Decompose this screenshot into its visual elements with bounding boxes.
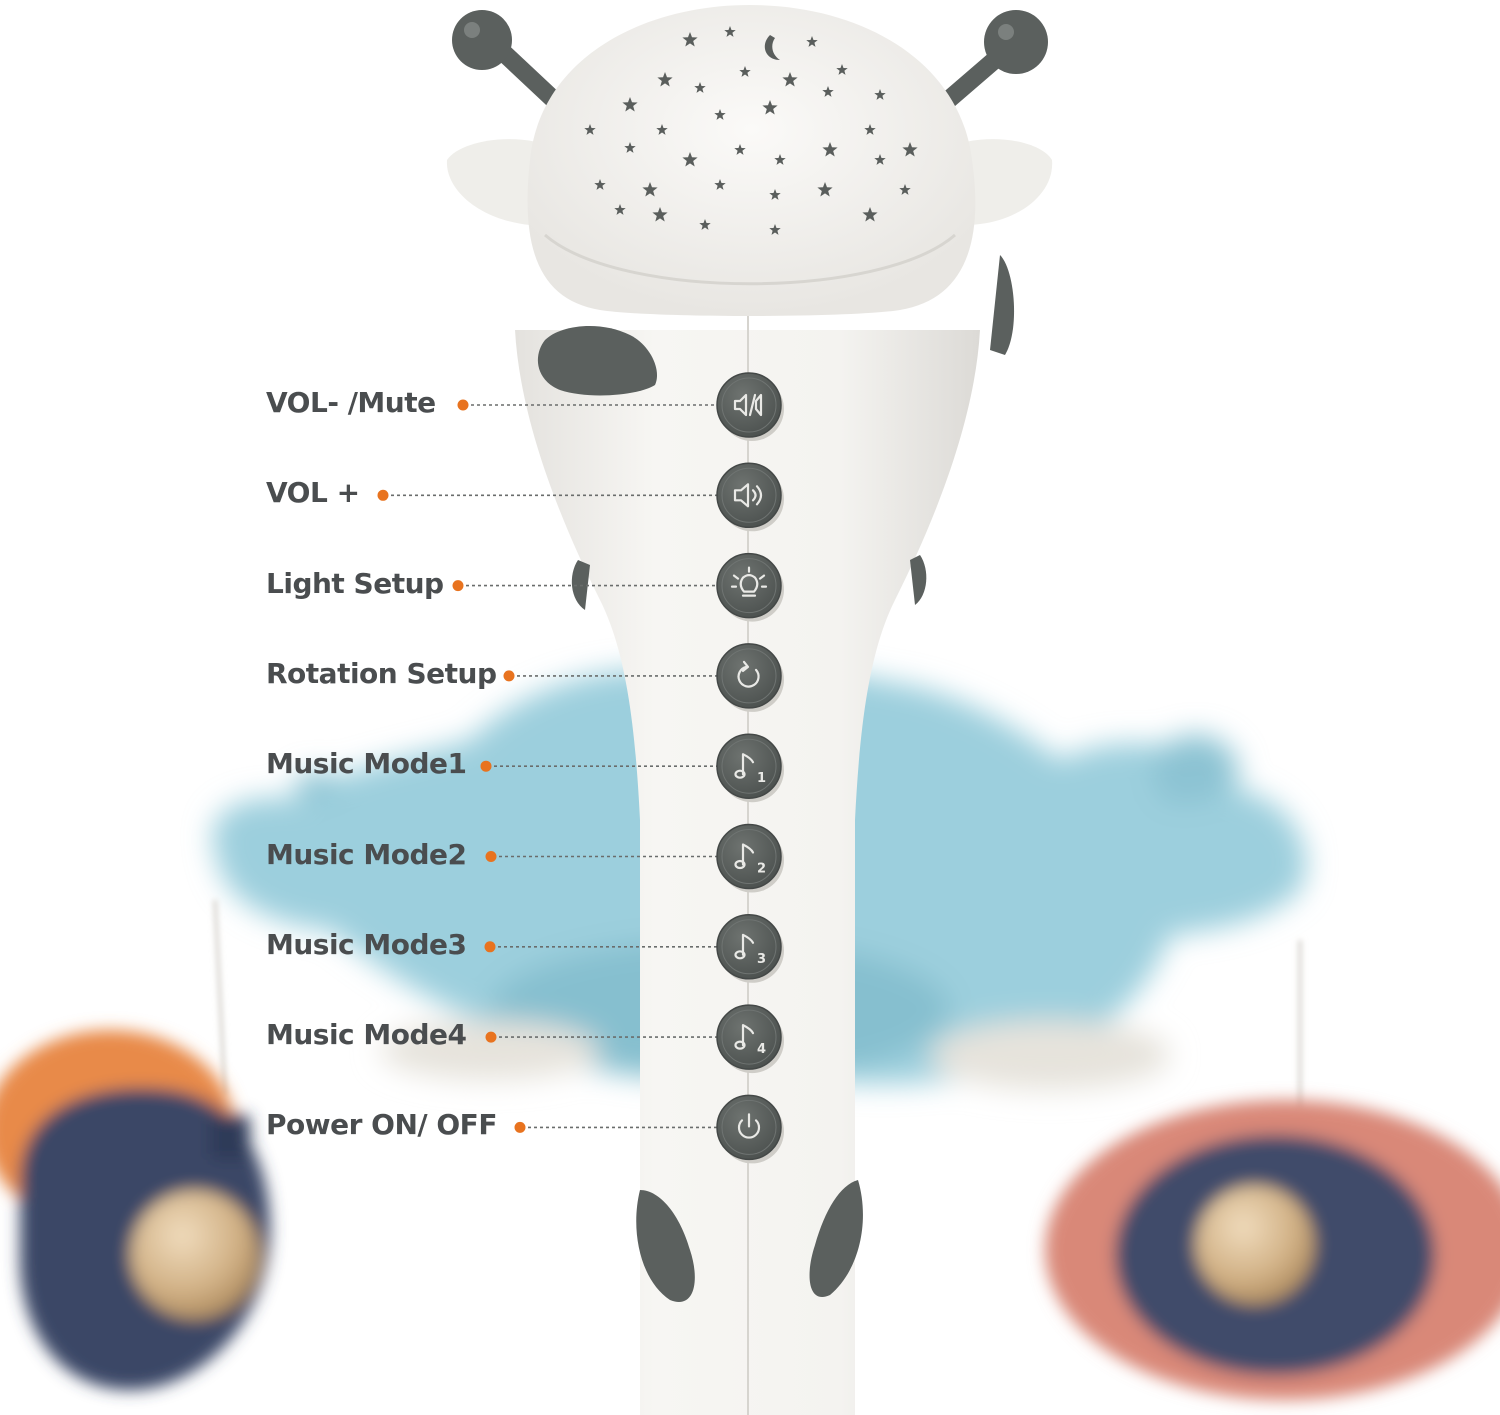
leader-dot [457, 399, 469, 411]
rotation-setup-button[interactable] [716, 643, 784, 712]
leader-dot [480, 760, 492, 772]
control-label: VOL- /Mute [266, 386, 436, 419]
star-icon [762, 100, 778, 115]
light-bulb-icon [730, 566, 768, 597]
star-icon [724, 26, 736, 37]
star-icon [594, 179, 606, 190]
control-label: Power ON/ OFF [266, 1108, 497, 1142]
music-mode2-button[interactable]: 2 [716, 823, 784, 893]
control-label: Light Setup [266, 566, 444, 600]
right-hanging-toy [1045, 1100, 1500, 1400]
music-mode4-button[interactable]: 4 [716, 1004, 784, 1074]
star-icon [862, 207, 878, 222]
control-label: Music Mode4 [266, 1018, 467, 1052]
control-label: VOL + [266, 476, 360, 510]
leader-dot [503, 670, 515, 682]
leader-dot [514, 1121, 526, 1133]
left-hanging-toy [0, 1030, 270, 1390]
star-icon [874, 89, 886, 100]
star-icon [782, 72, 798, 87]
star-icon [769, 224, 781, 235]
leader-dot [485, 1031, 497, 1043]
star-icon [739, 66, 751, 77]
power-on-off-button[interactable] [716, 1094, 784, 1164]
music-note-1-icon: 1 [734, 753, 766, 786]
leader-dot [485, 851, 497, 862]
star-icon [652, 207, 668, 222]
callout-leaders [377, 399, 721, 1133]
music-note-3-icon: 3 [734, 933, 766, 967]
star-icon [864, 124, 876, 135]
star-icon [822, 86, 834, 97]
star-icon [682, 32, 698, 47]
star-icon [806, 36, 818, 47]
volume-up-icon [733, 483, 763, 508]
leader-dot [452, 580, 464, 592]
vol-button[interactable] [716, 462, 784, 532]
light-setup-button[interactable] [716, 552, 784, 622]
power-icon [737, 1113, 761, 1139]
music-note-2-icon: 2 [734, 843, 766, 877]
star-icon [699, 219, 711, 230]
star-icon [642, 182, 658, 197]
star-icon [774, 154, 786, 165]
star-icon [769, 189, 781, 200]
music-mode1-button[interactable]: 1 [716, 733, 784, 803]
giraffe-head [446, 5, 1053, 396]
star-icon [682, 152, 698, 167]
svg-text:4: 4 [757, 1042, 766, 1057]
control-buttons: 1 2 3 4 [716, 372, 784, 1164]
star-icon [656, 124, 668, 135]
svg-text:1: 1 [757, 771, 766, 786]
control-label: Music Mode3 [266, 927, 467, 961]
star-projector-pattern [584, 26, 918, 235]
star-icon [817, 182, 833, 197]
star-icon [734, 144, 746, 155]
control-label: Music Mode2 [266, 837, 467, 871]
hanging-strings [213, 899, 1302, 1110]
vol-mute-button[interactable] [716, 372, 784, 441]
svg-text:2: 2 [757, 862, 766, 877]
music-note-4-icon: 4 [734, 1023, 766, 1057]
star-icon [622, 97, 638, 112]
control-label: Rotation Setup [266, 656, 497, 690]
star-icon [694, 82, 706, 93]
star-icon [614, 204, 626, 215]
star-icon [714, 109, 726, 120]
star-icon [657, 72, 673, 87]
moon-icon [764, 35, 780, 60]
control-label: Music Mode1 [266, 747, 467, 781]
svg-text:3: 3 [757, 952, 766, 967]
leader-dot [484, 941, 496, 953]
star-icon [714, 179, 726, 190]
star-icon [584, 124, 596, 135]
star-icon [899, 184, 911, 195]
star-icon [836, 64, 848, 75]
music-mode3-button[interactable]: 3 [716, 914, 784, 983]
star-icon [902, 142, 918, 157]
leader-dot [377, 489, 389, 501]
star-icon [874, 154, 886, 165]
volume-down-mute-icon [733, 393, 763, 417]
star-icon [624, 142, 636, 153]
star-icon [822, 142, 838, 157]
rotation-icon [737, 660, 760, 688]
